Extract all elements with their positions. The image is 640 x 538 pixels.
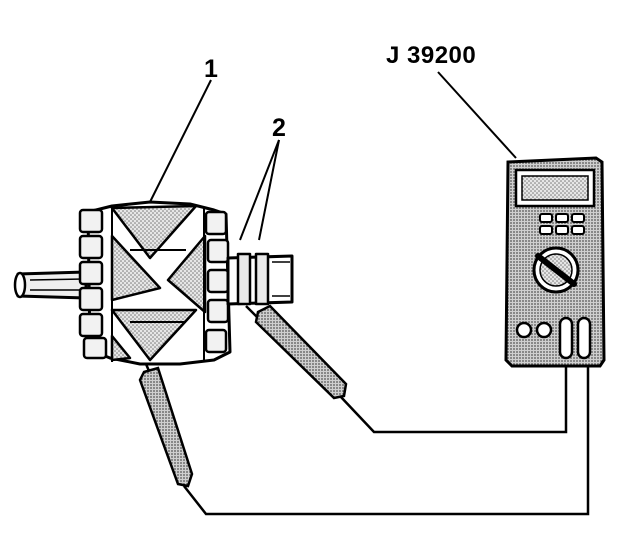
- meter-jacks: [515, 316, 592, 360]
- alternator-rotor-icon: [13, 200, 294, 366]
- lead-a: [339, 360, 568, 434]
- callout-rotor: 1: [204, 55, 218, 83]
- rotor-shaft-left: [16, 270, 88, 300]
- test-leads: [183, 360, 590, 516]
- lead-b: [183, 360, 590, 516]
- leader-rotor: [149, 79, 212, 203]
- probe-grip-b: [138, 366, 194, 488]
- pole-tabs-right: [204, 210, 230, 354]
- leader-slip-ring-b: [258, 139, 280, 241]
- meter-dial-pointer: [535, 253, 577, 287]
- probe-grip-a: [254, 304, 348, 400]
- slip-ring-2: [254, 252, 270, 306]
- slip-ring-1: [236, 252, 252, 306]
- meter-keypad: [539, 213, 585, 235]
- shaft-end: [13, 271, 27, 299]
- test-probe-icon: [138, 304, 348, 488]
- digital-multimeter-icon: [504, 156, 606, 368]
- leader-slip-ring-a: [239, 139, 280, 241]
- pole-tabs-left: [78, 208, 108, 360]
- callout-slip-rings: 2: [272, 114, 286, 142]
- leader-lines: [149, 71, 517, 241]
- leader-tool: [437, 71, 517, 159]
- callout-tool-number: J 39200: [386, 42, 477, 69]
